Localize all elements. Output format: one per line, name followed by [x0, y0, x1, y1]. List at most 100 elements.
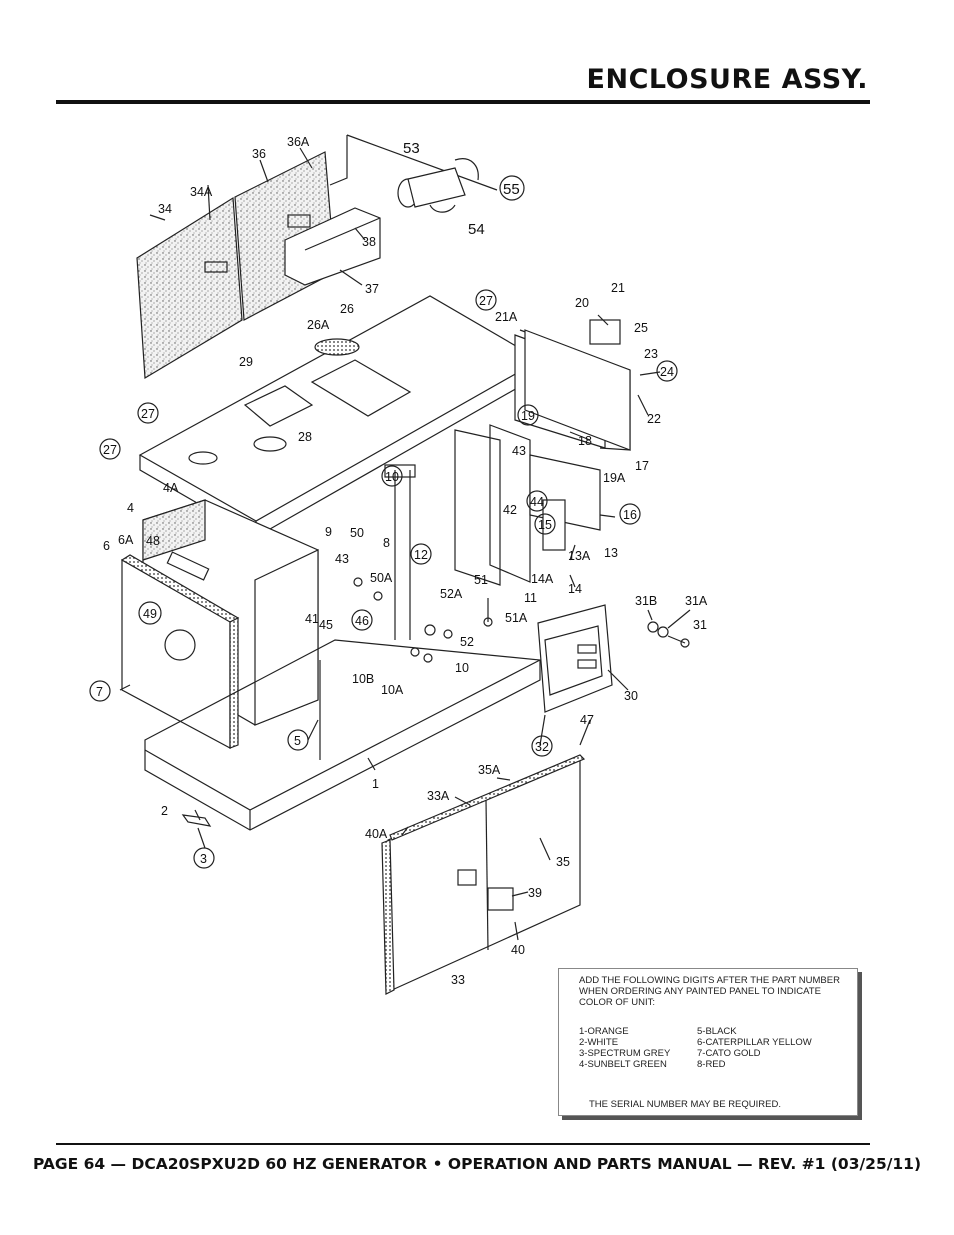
callout-29: 29 [239, 355, 253, 369]
callout-51A: 51A [505, 611, 528, 625]
color-item: 5-BLACK [697, 1026, 737, 1037]
fasteners-50-52 [353, 577, 493, 663]
callout-26: 26 [340, 302, 354, 316]
callout-50A: 50A [370, 571, 393, 585]
callout-51: 51 [474, 573, 488, 587]
callout-33: 33 [451, 973, 465, 987]
callout-13: 13 [604, 546, 618, 560]
callout-6: 6 [103, 539, 110, 553]
color-item: 7-CATO GOLD [697, 1048, 761, 1059]
callout-21: 21 [611, 281, 625, 295]
callout-24: 24 [660, 365, 674, 379]
callout-43-right: 43 [512, 444, 526, 458]
note-heading: ADD THE FOLLOWING DIGITS AFTER THE PART … [579, 975, 840, 1008]
callout-15: 15 [538, 518, 552, 532]
callout-19: 19 [521, 409, 535, 423]
callout-3: 3 [200, 852, 207, 866]
air-duct-37-38 [284, 207, 381, 286]
callout-26A: 26A [307, 318, 330, 332]
callout-27-lower: 27 [103, 443, 117, 457]
callout-8: 8 [383, 536, 390, 550]
callout-7: 7 [96, 685, 103, 699]
callout-21A: 21A [495, 310, 518, 324]
callout-16: 16 [623, 508, 637, 522]
callout-47: 47 [580, 713, 594, 727]
top-frame-26 [138, 295, 542, 539]
callout-10-lower: 10 [455, 661, 469, 675]
callout-49: 49 [143, 607, 157, 621]
color-code-note: ADD THE FOLLOWING DIGITS AFTER THE PART … [558, 968, 858, 1116]
callout-labels: 36A 36 34A 34 53 55 54 38 37 26 26A 27 2… [89, 135, 708, 987]
callout-10B: 10B [352, 672, 374, 686]
callout-28: 28 [298, 430, 312, 444]
callout-18: 18 [578, 434, 592, 448]
roof-panel-34 [136, 196, 243, 380]
callout-44: 44 [530, 495, 544, 509]
callout-31: 31 [693, 618, 707, 632]
callout-4: 4 [127, 501, 134, 515]
callout-19A: 19A [603, 471, 626, 485]
callout-53: 53 [403, 140, 420, 157]
callout-17: 17 [635, 459, 649, 473]
callout-10A: 10A [381, 683, 404, 697]
door-panel-6 [120, 551, 240, 750]
color-list-right: 5-BLACK 6-CATERPILLAR YELLOW 7-CATO GOLD… [697, 1026, 812, 1070]
callout-1: 1 [372, 777, 379, 791]
callout-10-upper: 10 [385, 470, 399, 484]
color-item: 4-SUNBELT GREEN [579, 1059, 667, 1070]
base-frame-1 [144, 464, 541, 831]
callout-11: 11 [524, 591, 537, 605]
bracket-2 [181, 814, 212, 827]
callout-31A: 31A [685, 594, 708, 608]
control-cover-20 [524, 319, 631, 451]
color-item: 8-RED [697, 1059, 726, 1070]
title-rule [56, 100, 870, 104]
callout-13A: 13A [568, 549, 591, 563]
callout-35: 35 [556, 855, 570, 869]
callout-35A: 35A [478, 763, 501, 777]
muffler-53 [397, 158, 479, 213]
serial-note: THE SERIAL NUMBER MAY BE REQUIRED. [589, 1099, 781, 1110]
panel-30 [537, 604, 613, 713]
callout-32: 32 [535, 740, 549, 754]
page-footer: PAGE 64 — DCA20SPXU2D 60 HZ GENERATOR • … [32, 1155, 922, 1173]
callout-36: 36 [252, 147, 266, 161]
callout-25: 25 [634, 321, 648, 335]
callout-2: 2 [161, 804, 168, 818]
callout-38: 38 [362, 235, 376, 249]
color-item: 1-ORANGE [579, 1026, 629, 1037]
color-item: 2-WHITE [579, 1037, 619, 1048]
callout-14: 14 [568, 582, 582, 596]
callout-40A: 40A [365, 827, 388, 841]
callout-27-top: 27 [479, 294, 493, 308]
callout-9: 9 [325, 525, 332, 539]
callout-43-left: 43 [335, 552, 349, 566]
callout-42: 42 [503, 503, 517, 517]
callout-12: 12 [414, 548, 428, 562]
callout-48: 48 [146, 534, 160, 548]
callout-34: 34 [158, 202, 172, 216]
callout-50: 50 [350, 526, 364, 540]
callout-31B: 31B [635, 594, 657, 608]
callout-4A: 4A [163, 481, 179, 495]
callout-14A: 14A [531, 572, 554, 586]
callout-40: 40 [511, 943, 525, 957]
page-title: ENCLOSURE ASSY. [586, 64, 868, 95]
door-33-35 [381, 754, 586, 995]
callout-37: 37 [365, 282, 379, 296]
callout-30: 30 [624, 689, 638, 703]
color-item: 3-SPECTRUM GREY [579, 1048, 671, 1059]
callout-54: 54 [468, 221, 485, 238]
callout-22: 22 [647, 412, 661, 426]
callout-34A: 34A [190, 185, 213, 199]
leader-lines [119, 147, 691, 941]
callout-5: 5 [294, 734, 301, 748]
callout-41: 41 [305, 612, 319, 626]
color-list-left: 1-ORANGE 2-WHITE 3-SPECTRUM GREY 4-SUNBE… [579, 1026, 670, 1070]
callout-55: 55 [503, 181, 520, 198]
hinge-31 [647, 621, 690, 648]
callout-39: 39 [528, 886, 542, 900]
callout-33A: 33A [427, 789, 450, 803]
callout-36A: 36A [287, 135, 310, 149]
